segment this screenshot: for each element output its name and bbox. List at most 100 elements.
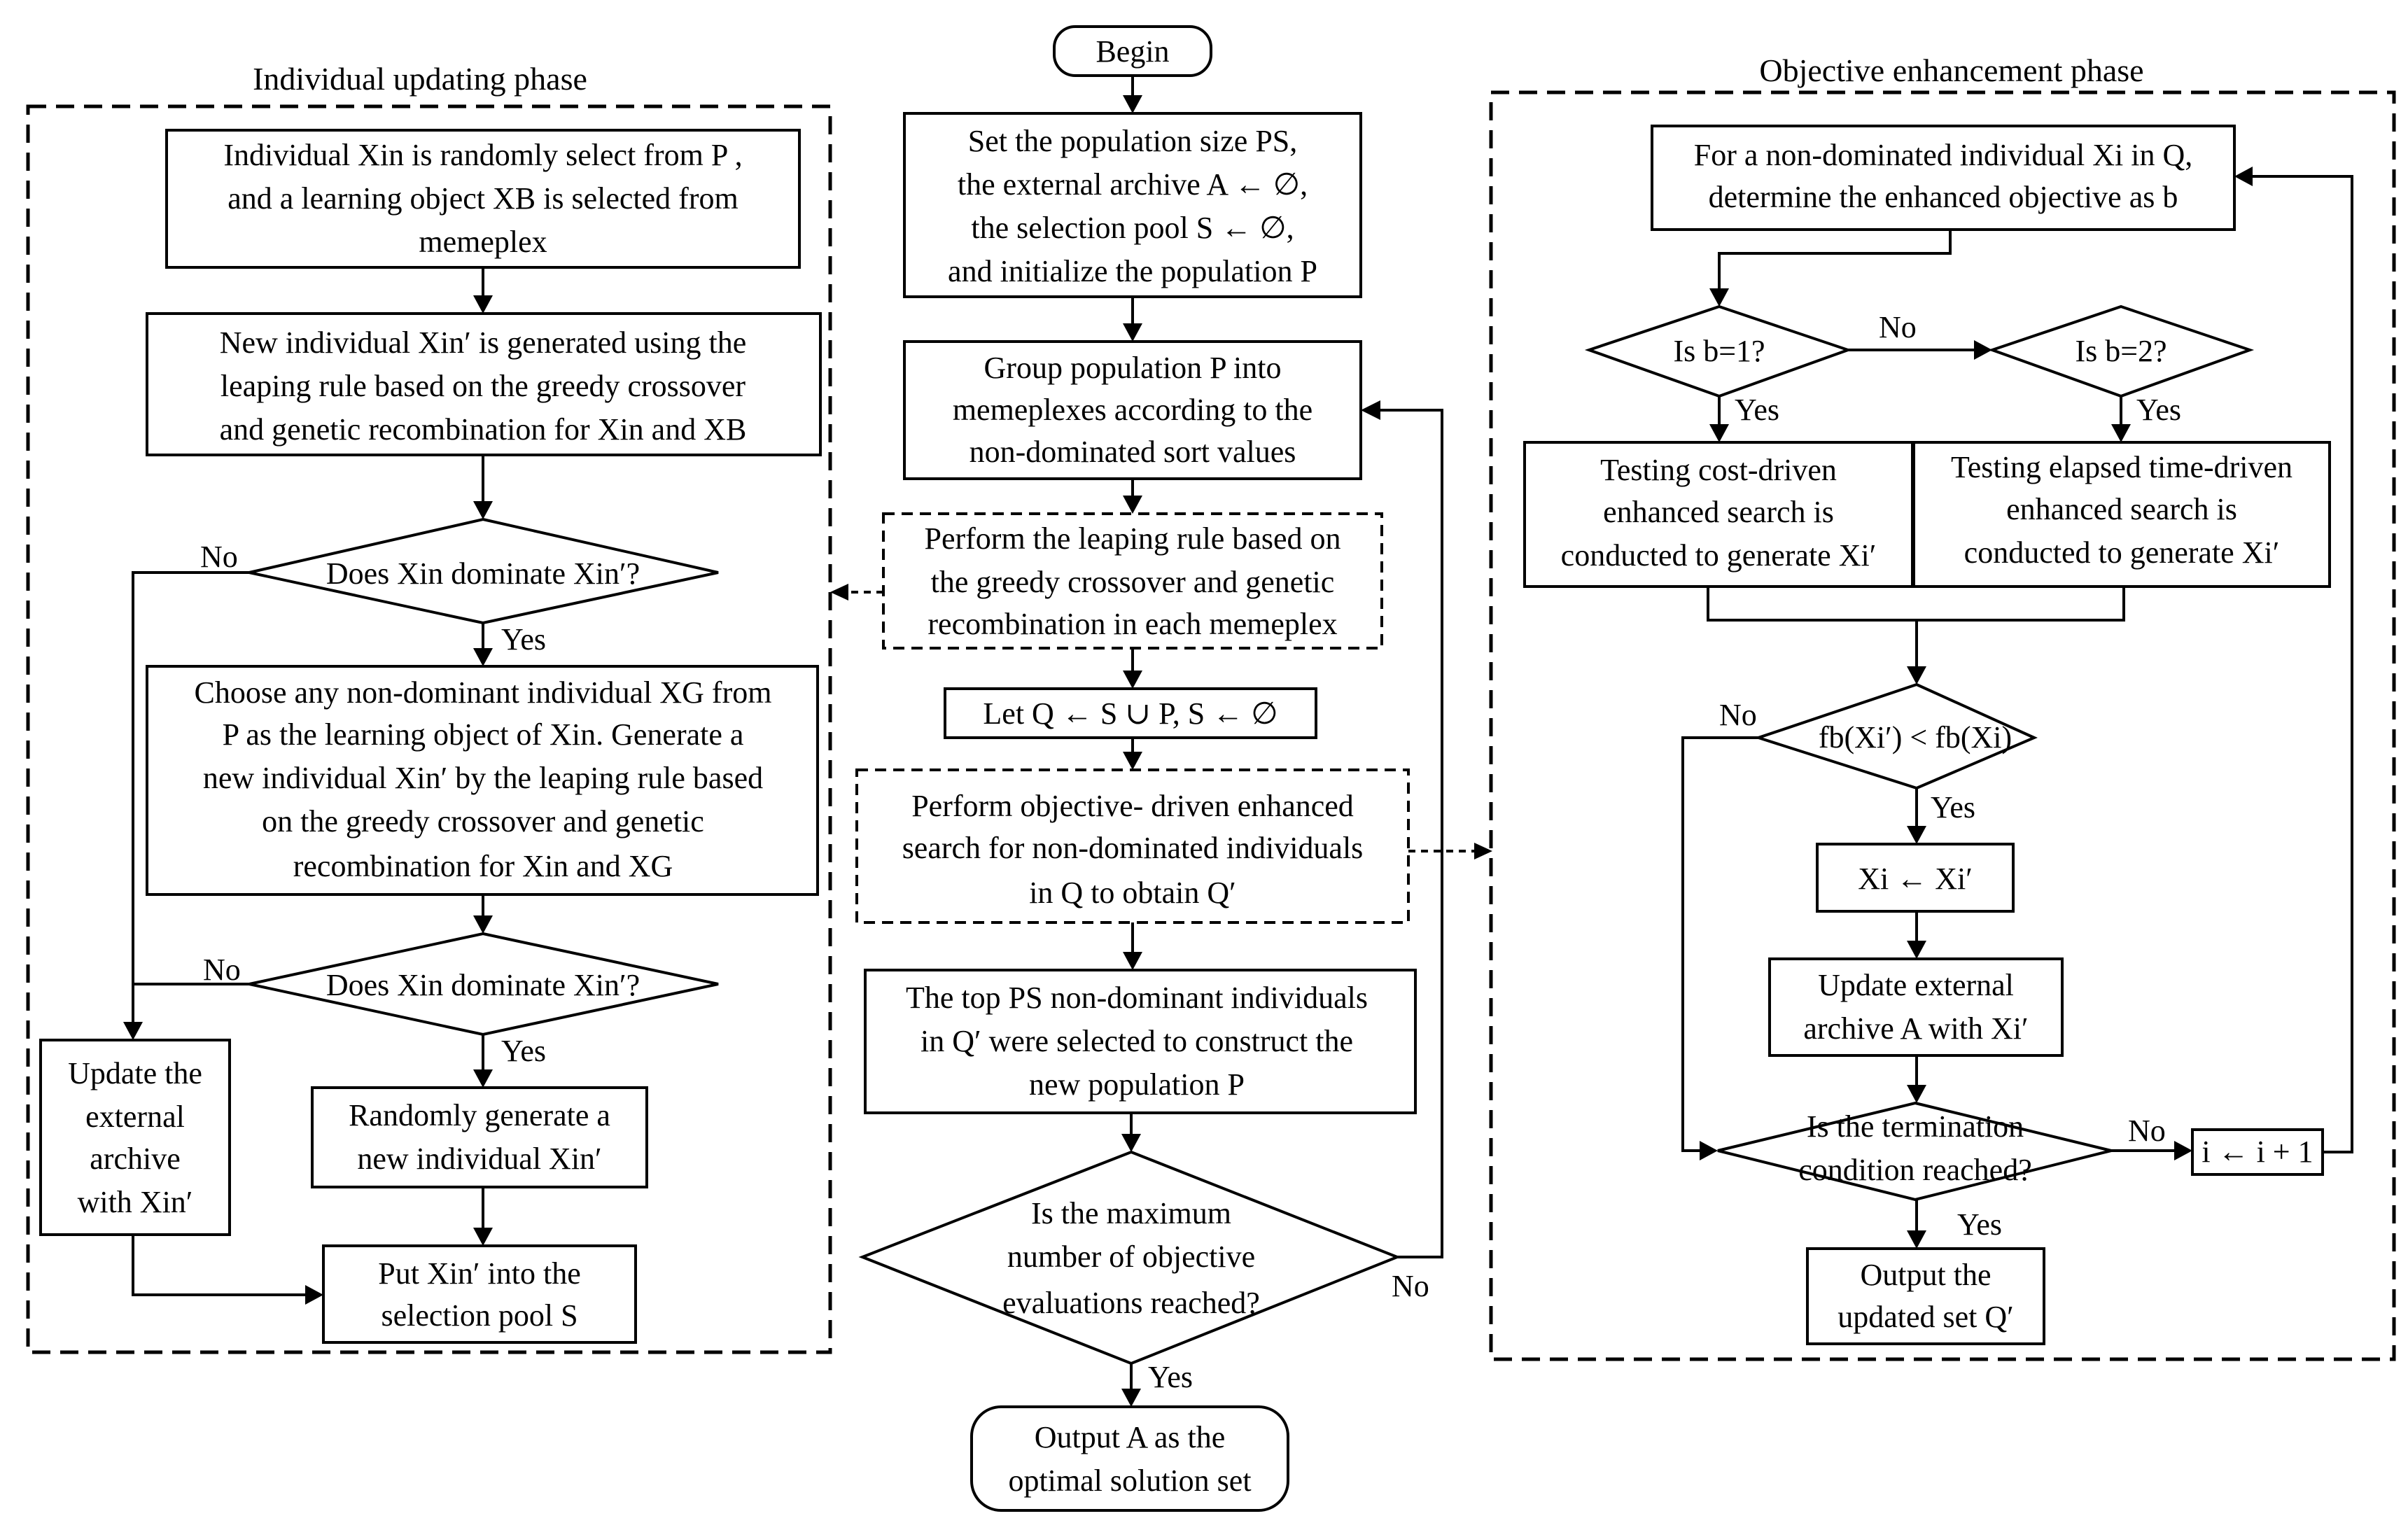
svg-text:archive: archive <box>90 1142 180 1176</box>
svg-text:in Q to obtain Q′: in Q to obtain Q′ <box>1029 876 1236 910</box>
svg-text:Update the: Update the <box>68 1056 202 1090</box>
svg-text:Is b=1?: Is b=1? <box>1673 334 1765 368</box>
b-equals-2-decision: Is b=2? <box>1987 304 2255 398</box>
svg-text:optimal solution set: optimal solution set <box>1008 1464 1251 1498</box>
svg-text:archive A with Xi′: archive A with Xi′ <box>1803 1011 2028 1046</box>
svg-text:Does Xin dominate Xin′?: Does Xin dominate Xin′? <box>326 556 640 591</box>
left-connectors <box>123 267 493 1305</box>
svg-text:the greedy crossover and genet: the greedy crossover and genetic <box>931 565 1335 599</box>
individual-updating-panel <box>26 104 832 1354</box>
svg-text:enhanced search is: enhanced search is <box>2006 492 2237 526</box>
individual-updating-title: Individual updating phase <box>253 61 587 97</box>
svg-text:Is the termination: Is the termination <box>1807 1109 2024 1144</box>
increment-i-box: i ← i + 1 <box>2191 1128 2324 1176</box>
max-evaluations-no-label: No <box>1392 1269 1429 1303</box>
svg-text:new population P: new population P <box>1029 1067 1245 1102</box>
svg-text:Perform the leaping rule based: Perform the leaping rule based on <box>924 521 1340 556</box>
svg-text:and a learning object XB is se: and a learning object XB is selected fro… <box>227 181 738 216</box>
svg-text:Does Xin dominate Xin′?: Does Xin dominate Xin′? <box>326 968 640 1002</box>
randomly-generate-box: Randomly generate a new individual Xin′ <box>311 1086 648 1188</box>
objective-enhancement-panel <box>1489 90 2396 1361</box>
svg-text:i ← i + 1: i ← i + 1 <box>2202 1135 2313 1169</box>
update-archive-box: Update the external archive with Xin′ <box>39 1039 231 1236</box>
svg-text:evaluations reached?: evaluations reached? <box>1002 1286 1260 1320</box>
time-driven-box: Testing elapsed time-driven enhanced sea… <box>1912 441 2331 588</box>
choose-non-dominant-box: Choose any non-dominant individual XG fr… <box>146 665 819 896</box>
svg-text:search for non-dominated indiv: search for non-dominated individuals <box>902 831 1364 865</box>
svg-text:in Q′ were selected to constru: in Q′ were selected to construct the <box>920 1024 1353 1058</box>
svg-text:Choose any non-dominant indivi: Choose any non-dominant individual XG fr… <box>195 675 772 710</box>
dominate-decision-2: Does Xin dominate Xin′? <box>248 932 719 1037</box>
non-dominated-individual-box: For a non-dominated individual Xi in Q, … <box>1651 125 2236 231</box>
svg-text:the external archive A ← ∅,: the external archive A ← ∅, <box>958 167 1308 202</box>
b2-yes-label: Yes <box>2136 393 2181 427</box>
termination-yes-label: Yes <box>1957 1207 2002 1242</box>
svg-text:Testing elapsed time-driven: Testing elapsed time-driven <box>1951 450 2292 484</box>
svg-text:Randomly generate a: Randomly generate a <box>349 1098 610 1132</box>
svg-text:The top PS non-dominant indivi: The top PS non-dominant individuals <box>906 981 1368 1015</box>
svg-text:Output A as the: Output A as the <box>1035 1420 1226 1454</box>
output-updated-set-box: Output the updated set Q′ <box>1806 1247 2045 1345</box>
put-selection-pool-box: Put Xin′ into the selection pool S <box>322 1244 637 1344</box>
svg-text:with Xin′: with Xin′ <box>78 1185 193 1219</box>
svg-text:number of objective: number of objective <box>1007 1240 1255 1274</box>
update-external-archive-box: Update external archive A with Xi′ <box>1768 957 2064 1057</box>
svg-text:updated set Q′: updated set Q′ <box>1837 1300 2014 1334</box>
svg-text:conducted to generate Xi′: conducted to generate Xi′ <box>1964 535 2280 570</box>
leaping-rule-box: Perform the leaping rule based on the gr… <box>882 512 1383 650</box>
dominate-1-yes-label: Yes <box>501 622 546 657</box>
svg-text:external: external <box>85 1100 185 1134</box>
svg-text:and genetic recombination for: and genetic recombination for Xin and XB <box>220 412 747 447</box>
assign-xi-box: Xi ← Xi′ <box>1816 843 2015 913</box>
svg-text:new individual Xin′: new individual Xin′ <box>357 1142 601 1176</box>
objective-driven-box: Perform objective- driven enhanced searc… <box>855 768 1410 924</box>
svg-text:on the greedy crossover and ge: on the greedy crossover and genetic <box>262 804 704 838</box>
max-evaluations-yes-label: Yes <box>1148 1360 1193 1394</box>
fcomp-yes-label: Yes <box>1931 790 1975 824</box>
svg-text:recombination for Xin and XG: recombination for Xin and XG <box>293 849 673 883</box>
svg-text:Set the population size PS,: Set the population size PS, <box>968 124 1298 158</box>
group-population-box: Group population P into memeplexes accor… <box>903 340 1362 480</box>
max-evaluations-decision: Is the maximum number of objective evalu… <box>858 1150 1401 1366</box>
svg-text:Xi ← Xi′: Xi ← Xi′ <box>1858 862 1973 896</box>
objective-enhancement-title: Objective enhancement phase <box>1759 52 2143 88</box>
dominate-2-yes-label: Yes <box>501 1034 546 1068</box>
let-q-box: Let Q ← S ∪ P, S ← ∅ <box>944 687 1317 739</box>
initialize-box: Set the population size PS, the external… <box>903 112 1362 298</box>
svg-text:New individual Xin′ is generat: New individual Xin′ is generated using t… <box>220 325 747 360</box>
dominate-2-no-label: No <box>203 953 241 987</box>
svg-text:Let Q ← S ∪ P, S ← ∅: Let Q ← S ∪ P, S ← ∅ <box>983 696 1278 731</box>
svg-text:and initialize the population: and initialize the population P <box>948 254 1317 288</box>
center-connectors <box>830 76 1492 1407</box>
termination-no-label: No <box>2128 1114 2166 1148</box>
svg-text:memeplex: memeplex <box>419 225 547 259</box>
svg-text:Individual Xin is randomly sel: Individual Xin is randomly select from P… <box>223 138 742 172</box>
svg-text:condition reached?: condition reached? <box>1798 1153 2032 1187</box>
svg-text:Put Xin′ into the: Put Xin′ into the <box>378 1256 581 1291</box>
output-a-box: Output A as the optimal solution set <box>970 1405 1289 1512</box>
svg-text:selection pool S: selection pool S <box>381 1298 578 1333</box>
new-individual-box: New individual Xin′ is generated using t… <box>146 312 822 456</box>
dominate-1-no-label: No <box>200 540 238 574</box>
svg-text:Begin: Begin <box>1096 34 1169 69</box>
fcomp-no-label: No <box>1719 698 1757 732</box>
svg-text:Is b=2?: Is b=2? <box>2075 334 2166 368</box>
dominate-decision-1: Does Xin dominate Xin′? <box>248 517 719 625</box>
svg-text:enhanced search is: enhanced search is <box>1603 495 1834 529</box>
svg-text:fb(Xi′) < fb(Xi): fb(Xi′) < fb(Xi) <box>1819 720 2012 755</box>
right-connectors <box>1681 167 2353 1249</box>
cost-driven-box: Testing cost-driven enhanced search is c… <box>1523 441 1914 588</box>
svg-text:recombination in each memeplex: recombination in each memeplex <box>927 607 1337 641</box>
svg-text:Testing cost-driven: Testing cost-driven <box>1600 453 1837 487</box>
svg-text:Update external: Update external <box>1818 968 2014 1002</box>
begin-node: Begin <box>1053 25 1212 77</box>
b1-no-label: No <box>1879 310 1917 344</box>
svg-text:P as the learning object of Xi: P as the learning object of Xin. Generat… <box>223 717 744 752</box>
svg-text:conducted to generate Xi′: conducted to generate Xi′ <box>1561 538 1877 573</box>
svg-text:Perform objective- driven enha: Perform objective- driven enhanced <box>911 789 1354 823</box>
svg-text:memeplexes according to the: memeplexes according to the <box>953 393 1312 427</box>
svg-text:non-dominated sort values: non-dominated sort values <box>969 435 1296 469</box>
svg-text:For a non-dominated individual: For a non-dominated individual Xi in Q, <box>1694 138 2192 172</box>
svg-text:Output the: Output the <box>1861 1258 1991 1292</box>
